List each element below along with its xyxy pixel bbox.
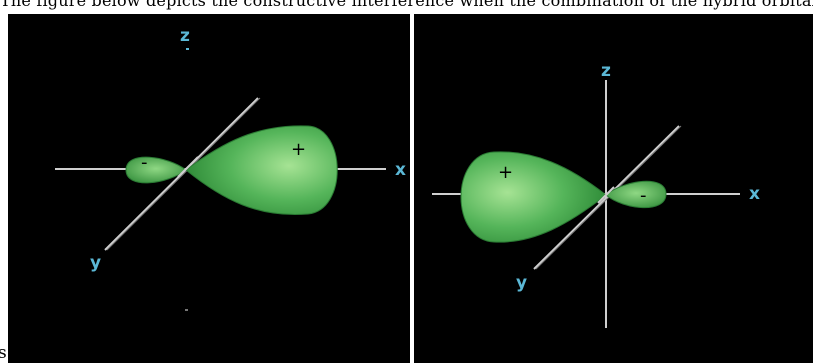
- x-axis-label: x: [749, 184, 760, 204]
- x-axis-label: x: [395, 160, 406, 180]
- orbital-diagram-left: - + z x y: [55, 26, 406, 311]
- large-lobe-sign: +: [498, 162, 513, 183]
- orbital-panel-right: + - z x y: [414, 14, 813, 363]
- y-axis-line: [533, 125, 680, 270]
- caption-fragment: s: [0, 349, 8, 363]
- axis-dot: [186, 48, 189, 50]
- axis-dot: [185, 309, 188, 311]
- small-lobe: [125, 156, 187, 184]
- caption-top-line: The figure below depicts the constructiv…: [0, 0, 813, 14]
- z-axis-label: z: [180, 26, 190, 46]
- z-axis-label: z: [601, 61, 611, 81]
- small-lobe-sign: -: [640, 185, 647, 206]
- orbital-diagram-right: + - z x y: [432, 61, 760, 328]
- small-lobe-sign: -: [141, 152, 148, 173]
- orbital-panel-left: - + z x y: [8, 14, 410, 363]
- large-lobe: [185, 125, 338, 216]
- large-lobe: [460, 151, 607, 243]
- large-lobe-sign: +: [291, 139, 306, 160]
- y-axis-label: y: [516, 273, 527, 293]
- small-lobe: [605, 180, 667, 209]
- y-axis-label: y: [90, 253, 101, 273]
- caption-corner-char: s: [0, 349, 7, 363]
- caption-text: The figure below depicts the constructiv…: [0, 0, 813, 10]
